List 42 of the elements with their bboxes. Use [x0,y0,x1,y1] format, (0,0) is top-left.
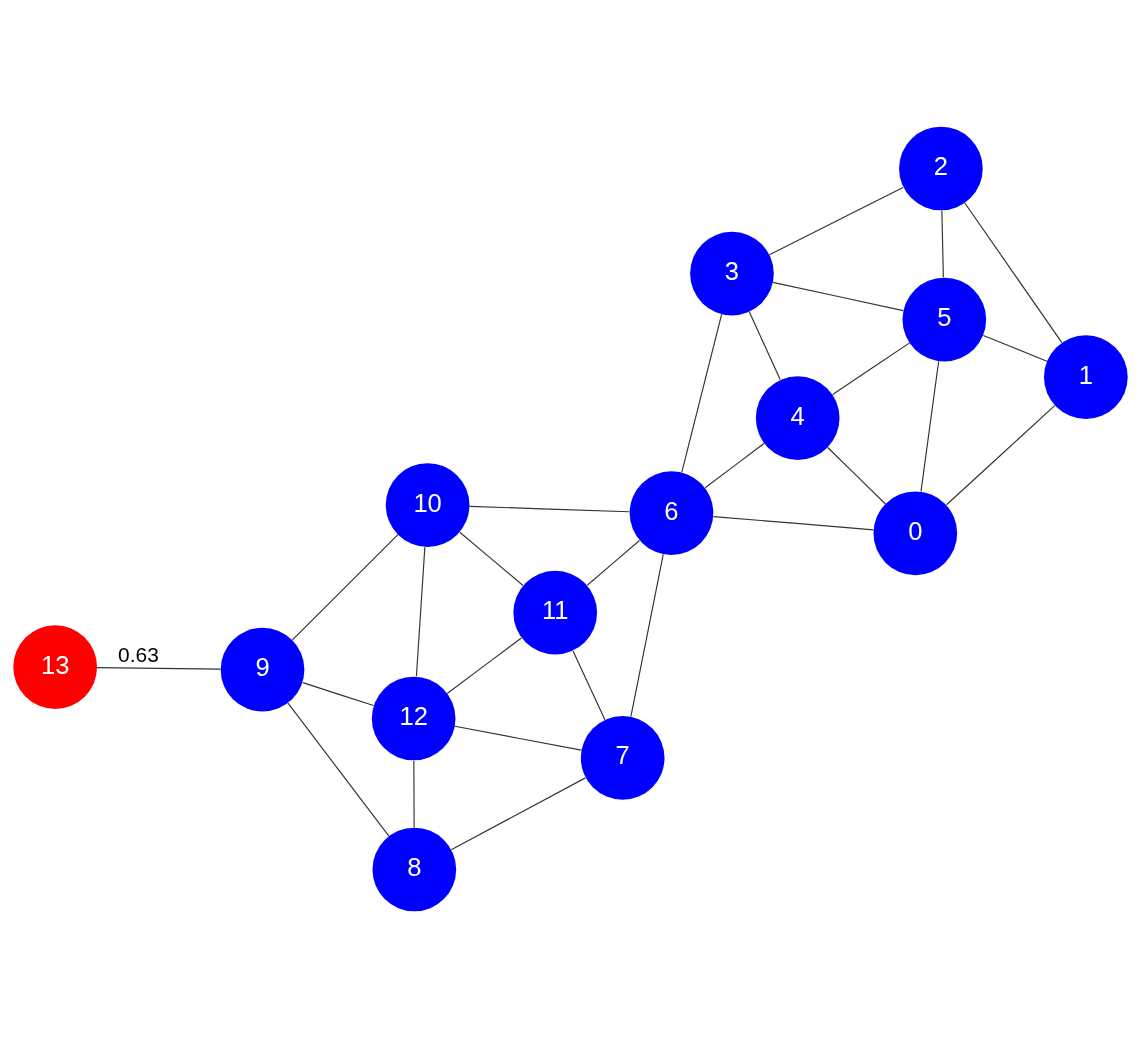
edge-label: 0.63 [118,642,159,666]
connector [446,637,522,694]
connector [287,702,390,837]
node-circle: 7 [580,716,665,800]
connector [450,777,586,851]
connector [982,334,1048,362]
node-circle: 5 [902,277,987,362]
connector [291,534,399,641]
connector [772,281,904,312]
connector [941,210,944,278]
connector [748,311,781,381]
connector [712,516,875,531]
node-circle: 13 [13,625,98,709]
connector [827,446,886,505]
node-circle: 2 [899,126,983,211]
node-circle: 8 [372,827,457,912]
connector [964,202,1063,344]
node-circle: 12 [371,676,456,761]
connector [468,505,630,513]
connector [945,404,1056,506]
connector [96,667,222,670]
connector [832,342,911,396]
node-circle: 6 [629,471,714,555]
connector [302,682,375,707]
node-circle: 11 [513,570,598,655]
node-circle: 1 [1043,335,1128,419]
node-circle: 10 [385,463,470,547]
connector [704,442,765,489]
node-circle: 9 [220,627,305,712]
connector [768,186,904,256]
connector [630,553,664,717]
connector [454,725,582,751]
connector [413,760,415,829]
node-circle: 3 [690,231,774,316]
connector [920,360,940,493]
connector [572,650,606,721]
connector [681,313,723,473]
connector [459,531,524,587]
connector [586,539,641,586]
node-circle: 0 [873,491,958,576]
node-circle: 4 [755,376,840,460]
connector [415,546,426,677]
